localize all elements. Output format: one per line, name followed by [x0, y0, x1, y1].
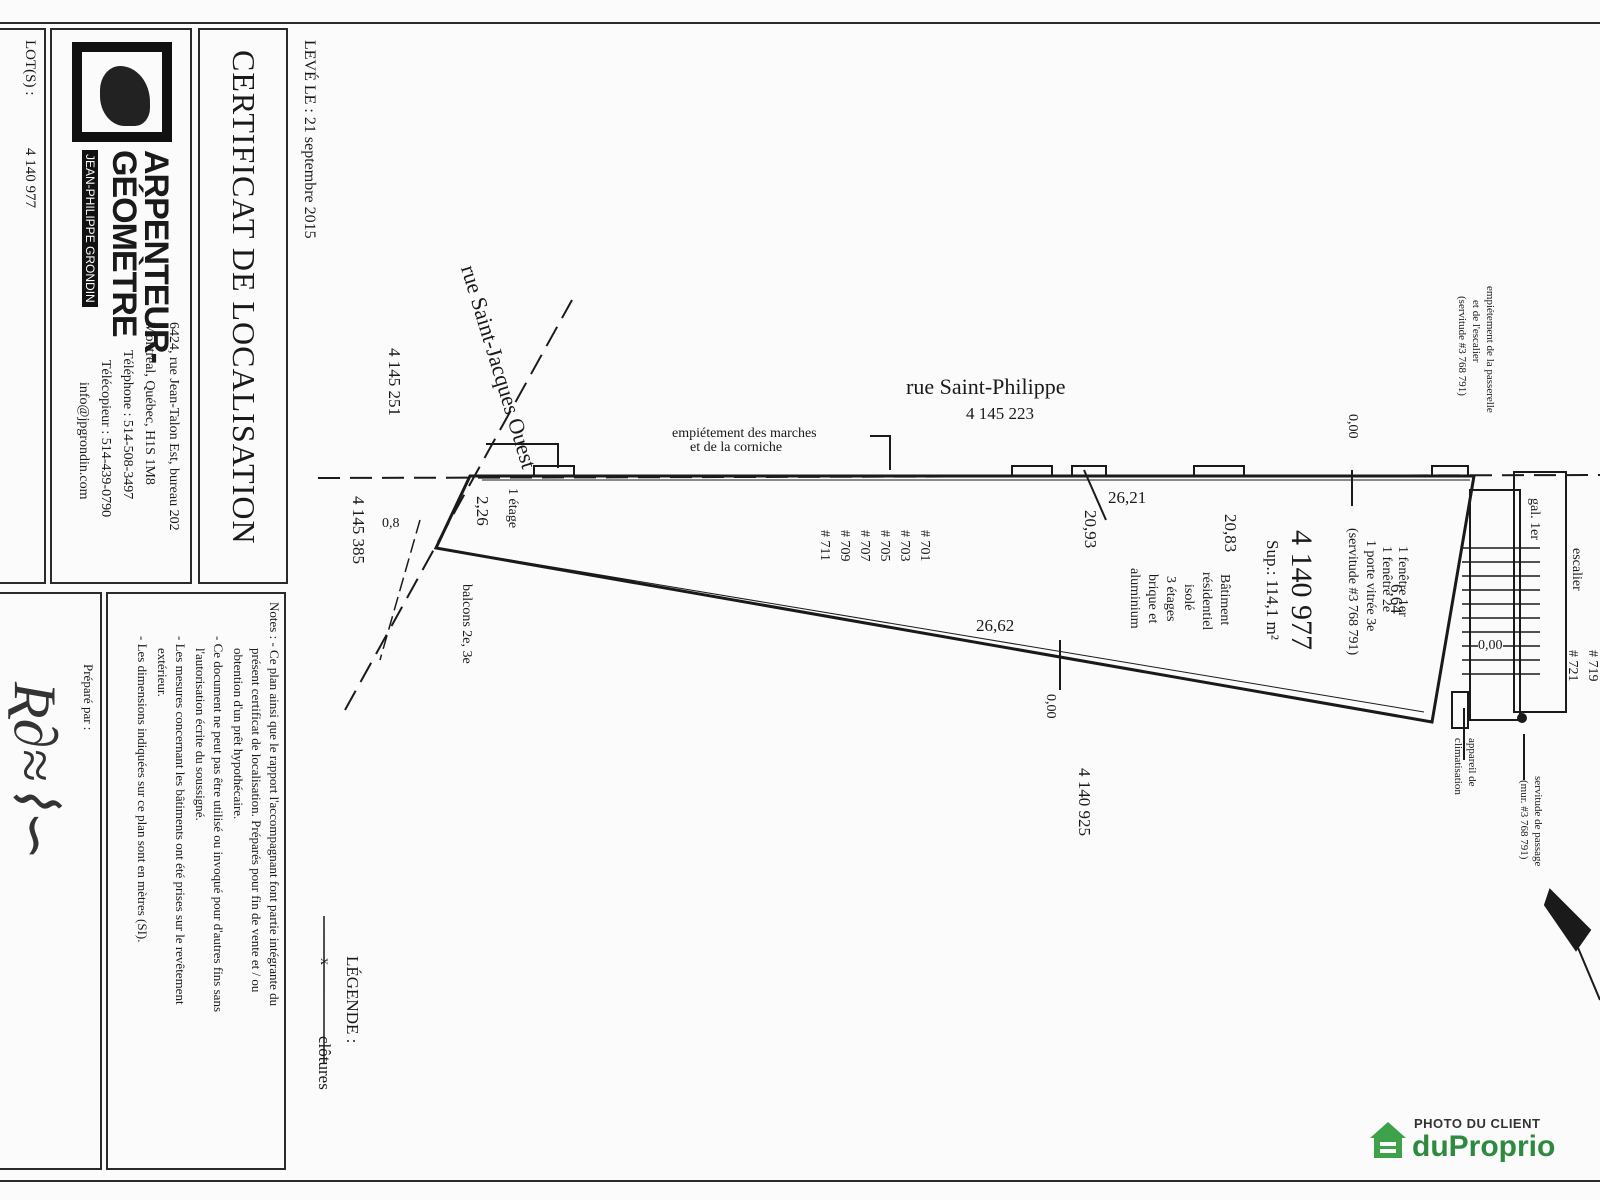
page-frame: [0, 22, 1600, 1184]
addr-707: # 707: [857, 530, 872, 562]
leader-encroach-left: [486, 443, 559, 468]
windows-2: 1 fenêtre 2e: [1379, 546, 1394, 613]
addr-701: # 701: [917, 530, 932, 562]
building-desc-6: aluminium: [1127, 568, 1142, 629]
dim-bldg-1: 20,93: [1081, 510, 1100, 549]
encroach-box-4: [1193, 465, 1245, 477]
street-north-lot: 4 145 223: [966, 404, 1034, 423]
floor-label: 1 étage: [505, 488, 520, 529]
street-north-name: rue Saint-Philippe: [906, 374, 1066, 399]
addr-719: # 719: [1585, 650, 1600, 682]
west-fence: [379, 519, 421, 661]
signature-panel: Ʀ∂≈⌇∽: [0, 592, 102, 1170]
lot-area: Sup.: 114,1 m²: [1263, 540, 1282, 640]
addr-703: # 703: [897, 530, 912, 562]
servitude-1: servitude de passage: [1532, 776, 1544, 867]
dim-corner: 0,8: [382, 516, 400, 531]
servitude-dot-icon: [1517, 713, 1527, 723]
lot-west-1: 4 145 251: [385, 348, 404, 416]
dim-zero-3: 0,00: [1478, 638, 1503, 654]
legend-fence-symbol: ——x——: [317, 930, 332, 993]
stair-block: [1469, 489, 1521, 721]
windows-1: 1 fenêtre 1er: [1395, 546, 1410, 617]
ac-unit-box: [1451, 691, 1469, 729]
building-desc-4: 3 étages: [1163, 576, 1178, 622]
building-desc-3: isolé: [1181, 584, 1196, 611]
encroach-steps-1: empiétement des marches: [672, 426, 817, 441]
lot-panel: LOT(S) : 4 140 977: [0, 28, 46, 584]
dim-tick-bldg: [1083, 469, 1107, 521]
street-line-west: [344, 299, 573, 711]
dim-north: 26,21: [1108, 488, 1147, 507]
dim-west: 2,26: [473, 496, 492, 526]
leader-encroach-right: [870, 435, 891, 470]
lot-main: 4 140 977: [1285, 530, 1318, 650]
north-arrow-shaft: [1559, 904, 1600, 1001]
encroach-walk-3: (servitude #3 768 791): [1456, 296, 1468, 396]
lot-boundary: [433, 474, 1476, 724]
encroach-box-1: [533, 465, 575, 477]
page-bottom-rule: [0, 1180, 1600, 1182]
balconies-label: balcons 2e, 3e: [459, 584, 474, 664]
encroach-walk-2: et de l'escalier: [1470, 300, 1482, 363]
title-panel: CERTIFICAT DE LOCALISATION: [198, 28, 288, 584]
north-arrow-icon: [1543, 888, 1592, 952]
neighbor-building: [1513, 471, 1567, 713]
lot-west-2: 4 145 385: [349, 496, 368, 564]
stair-treads: [1462, 547, 1540, 675]
encroach-box-5: [1431, 465, 1469, 477]
addr-721: # 721: [1565, 650, 1580, 682]
dim-south: 26,62: [976, 616, 1015, 635]
encroach-box-3: [1071, 465, 1107, 477]
windows-3: 1 porte vitrée 3e: [1363, 540, 1378, 632]
addr-709: # 709: [837, 530, 852, 562]
watermark-brand: duProprio: [1412, 1130, 1556, 1163]
building-desc-1: Bâtiment: [1217, 574, 1232, 626]
building-south-wall: [449, 549, 1425, 713]
surveyor-panel: ARPENTEUR- GÉOMÈTRE JEAN-PHILIPPE GRONDI…: [50, 28, 192, 584]
servitude-2: (mur. #3 768 791): [1518, 780, 1530, 860]
lot-south: 4 140 925: [1075, 768, 1094, 836]
surveyor-logo: [72, 42, 172, 142]
watermark-caption: PHOTO DU CLIENT: [1414, 1116, 1541, 1131]
legend-title: LÉGENDE :: [343, 956, 362, 1044]
windows-4: (servitude #3 768 791): [1345, 528, 1360, 656]
stairs-label: escalier: [1569, 548, 1584, 591]
encroach-walk-1: empiétement de la passerelle: [1484, 286, 1496, 413]
building-desc-2: résidentiel: [1199, 572, 1214, 631]
dim-zero-2: 0,00: [1043, 694, 1058, 719]
building-desc-5: brique et: [1145, 574, 1160, 624]
dim-zero-1: 0,00: [1345, 414, 1360, 439]
dim-bldg-2: 20,83: [1221, 514, 1240, 553]
notes-panel: Préparé par : Notes : - Ce plan ainsi qu…: [81, 592, 286, 1170]
encroach-steps-2: et de la corniche: [690, 440, 783, 455]
addr-705: # 705: [877, 530, 892, 562]
gallery-label: gal. 1er: [1526, 498, 1542, 540]
duproprio-watermark: PHOTO DU CLIENT duProprio: [1364, 1112, 1594, 1172]
ac-unit-1: appareil de: [1466, 738, 1478, 787]
house-icon: [1370, 1122, 1406, 1158]
ac-unit-2: climatisation: [1452, 738, 1464, 795]
legend-fence-label: clôtures: [315, 1036, 334, 1090]
addr-711: # 711: [817, 530, 832, 561]
encroach-box-2: [1011, 465, 1053, 477]
